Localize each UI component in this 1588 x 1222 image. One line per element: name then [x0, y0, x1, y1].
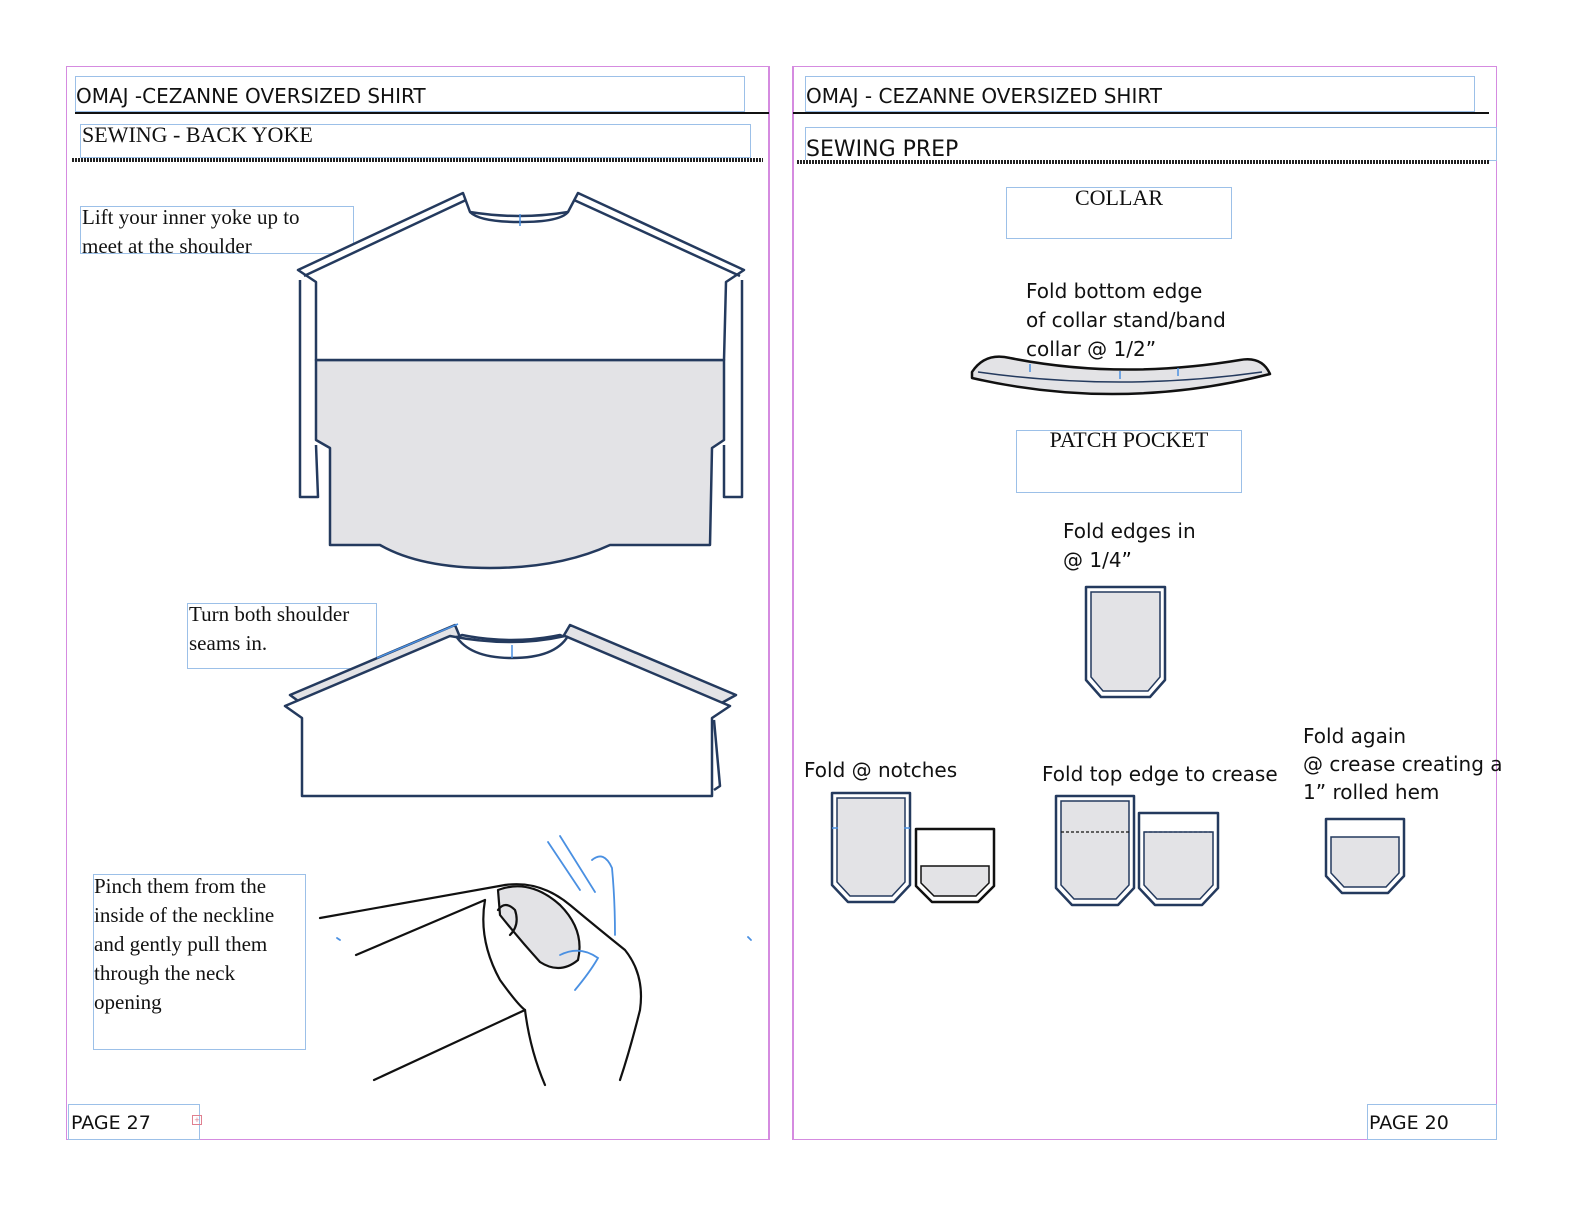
pocket-step1-text: Fold edges in @ 1/4”	[1063, 519, 1196, 572]
collar-band	[970, 355, 1272, 396]
blue-tick-right	[747, 936, 752, 941]
left-header-title: OMAJ -CEZANNE OVERSIZED SHIRT	[76, 84, 426, 108]
right-section-title: SEWING PREP	[806, 137, 959, 162]
shirt-body-lower	[314, 358, 726, 570]
shirt-side-right	[722, 280, 744, 499]
left-header-rule	[75, 112, 769, 114]
right-header-title: OMAJ - CEZANNE OVERSIZED SHIRT	[806, 84, 1162, 108]
collar-heading-box[interactable]	[1006, 187, 1232, 239]
finger-sketch-2	[591, 855, 616, 936]
blue-tick-left	[336, 937, 341, 941]
fabric-line-top	[318, 883, 507, 920]
left-section-rule	[72, 158, 763, 162]
side-fold	[712, 719, 722, 792]
shirt-yoke-upper	[296, 191, 746, 362]
collar-step-text: Fold bottom edge of collar stand/band co…	[1026, 279, 1226, 361]
right-section-rule	[797, 160, 1489, 164]
left-section-title: SEWING - BACK YOKE	[82, 122, 313, 147]
collar-fold-line	[977, 371, 1263, 383]
left-section-box[interactable]	[80, 124, 751, 158]
step2-box[interactable]	[187, 603, 377, 669]
pocket-step4-text: Fold again @ crease creating a 1” rolled…	[1303, 724, 1503, 804]
pocket-c-inner	[1060, 800, 1130, 900]
hand-wrist	[482, 898, 547, 1087]
step3-text: Pinch them from the inside of the neckli…	[94, 874, 275, 1014]
pocket-heading: PATCH POCKET	[1049, 427, 1209, 452]
pocket-d-inner	[1143, 831, 1214, 900]
pocket-step2-text: Fold @ notches	[804, 758, 958, 782]
left-page-frame	[66, 66, 769, 1140]
pocket-a-inner	[836, 797, 906, 897]
right-page-number-box[interactable]	[1367, 1104, 1497, 1140]
pocket-b-inner	[920, 865, 990, 897]
pocket-e-inner	[1330, 836, 1400, 888]
left-page-number-box[interactable]	[68, 1104, 200, 1140]
finger-sketch-1	[547, 835, 596, 893]
right-page-number: PAGE 20	[1369, 1112, 1449, 1134]
pocket-inner	[1090, 591, 1161, 692]
shirt-side-left	[298, 280, 320, 499]
fabric-fold	[496, 885, 581, 970]
pocket-step3-text: Fold top edge to crease	[1042, 762, 1278, 786]
finger-sketch-3	[559, 949, 600, 991]
right-page-frame	[793, 66, 1497, 1140]
right-header-rule	[793, 112, 1489, 114]
step3-box[interactable]	[93, 874, 306, 1050]
left-page-number: PAGE 27	[71, 1112, 151, 1134]
hand-outline	[503, 883, 643, 1082]
collar-heading: COLLAR	[1075, 185, 1163, 210]
seam-guide	[376, 623, 459, 659]
fabric-line-low	[372, 1008, 527, 1082]
right-header-box[interactable]	[805, 76, 1475, 112]
step1-text: Lift your inner yoke up to meet at the s…	[82, 205, 300, 258]
text-overflow-marker-icon[interactable]: +	[192, 1115, 202, 1125]
shirt-yoke-edge	[303, 198, 741, 278]
fabric-line-mid	[354, 898, 487, 957]
step1-box[interactable]	[80, 206, 354, 254]
left-header-box[interactable]	[75, 76, 745, 112]
shirt-body	[283, 634, 732, 798]
spread-spine	[769, 66, 793, 1140]
thumb	[496, 903, 518, 937]
step2-text: Turn both shoulder seams in.	[189, 602, 350, 655]
pocket-heading-box[interactable]	[1016, 430, 1242, 493]
